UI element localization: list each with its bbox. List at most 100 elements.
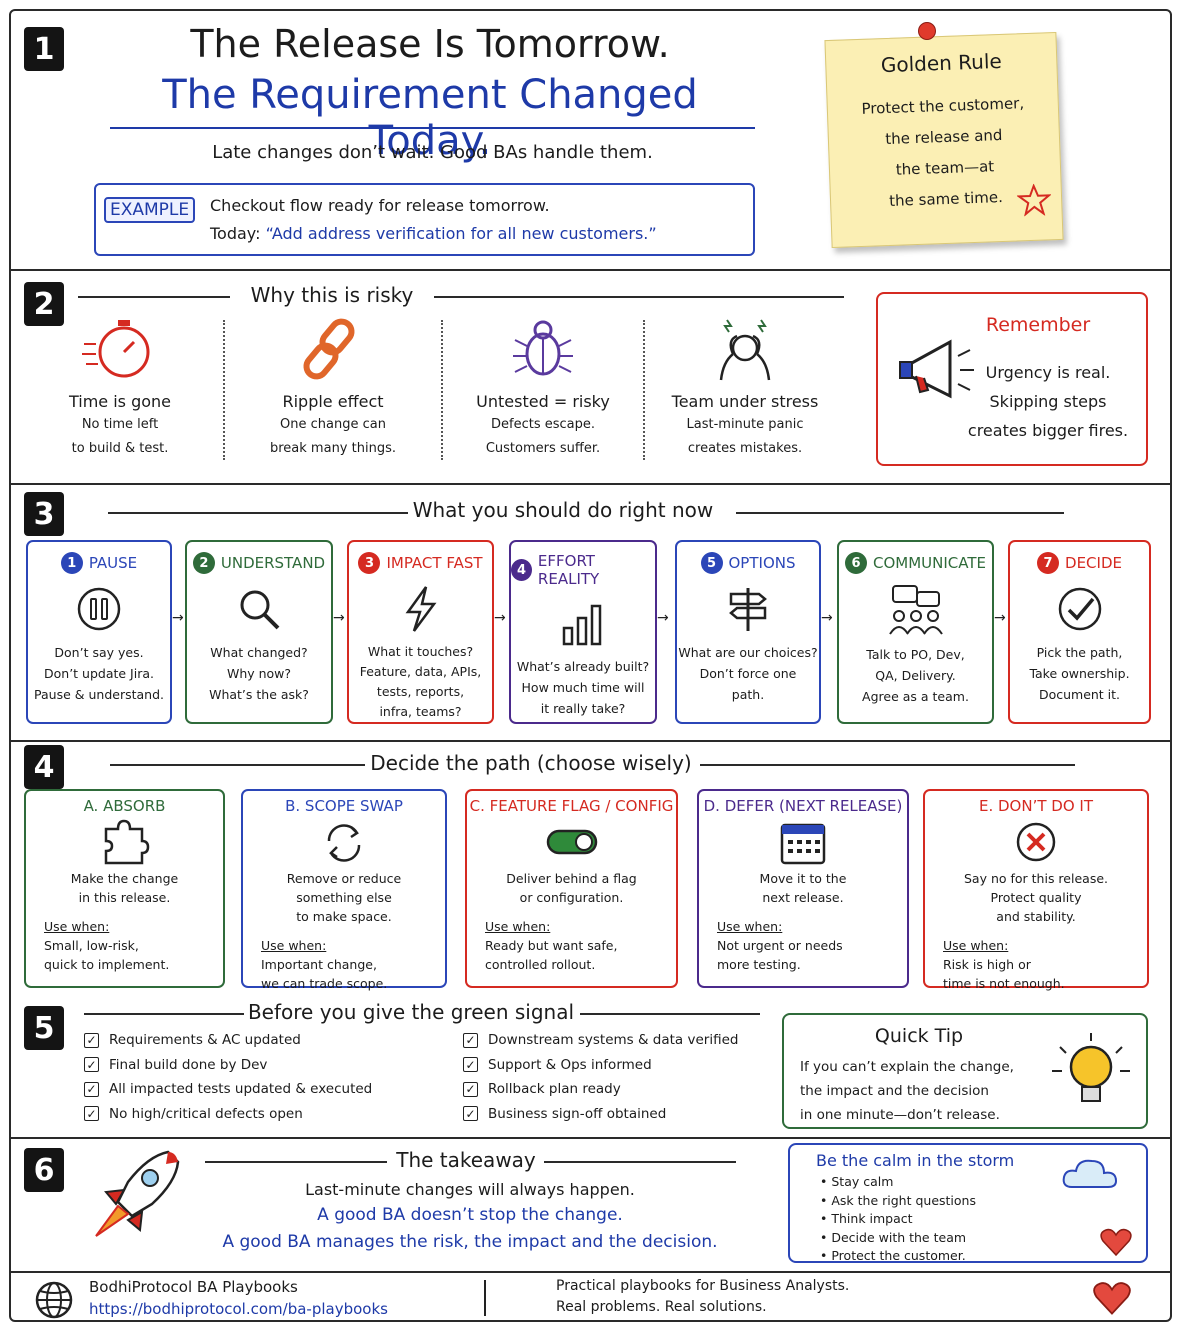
remember-line: creates bigger fires. (967, 421, 1129, 440)
takeaway-line-1: Last-minute changes will always happen. (305, 1180, 635, 1199)
section-number-6: 6 (24, 1148, 64, 1192)
calm-box: Be the calm in the storm • Stay calm • A… (788, 1143, 1148, 1263)
risk-line: No time left (81, 417, 159, 432)
step-line: Don’t say yes. (54, 645, 144, 660)
path-desc: Protect quality (990, 890, 1082, 905)
checkbox-checked-icon[interactable]: ✓ (84, 1081, 99, 1097)
calm-title: Be the calm in the storm (816, 1151, 1015, 1170)
step-line: How much time will (521, 680, 645, 695)
section-number-4: 4 (24, 745, 64, 789)
calendar-icon (699, 819, 907, 865)
step-number-badge: 1 (60, 552, 83, 574)
arrow-icon: → (821, 610, 833, 626)
divider (643, 320, 645, 460)
checkbox-checked-icon[interactable]: ✓ (463, 1057, 478, 1073)
takeaway-heading: The takeaway (396, 1148, 536, 1172)
arrow-icon: → (172, 610, 184, 626)
risk-item-time: Time is gone No time left to build & test… (30, 314, 210, 461)
heading-rule (205, 1161, 387, 1163)
bug-icon (513, 320, 573, 376)
checklist-heading: Before you give the green signal (247, 1000, 575, 1024)
step-line: Pick the path, (1036, 645, 1123, 660)
step-line: What changed? (210, 645, 308, 660)
step-title: IMPACT FAST (386, 554, 483, 572)
risk-title: Time is gone (68, 392, 172, 411)
footer-divider (9, 1271, 1172, 1273)
step-line: Don’t update Jira. (44, 666, 154, 681)
section-divider (9, 1137, 1172, 1139)
step-title: DECIDE (1065, 554, 1122, 572)
step-line: What it touches? (367, 644, 474, 659)
heading-rule (110, 764, 365, 766)
step-line: What’s the ask? (209, 687, 309, 702)
heart-icon (1093, 1282, 1131, 1315)
calm-list: • Stay calm • Ask the right questions • … (820, 1174, 976, 1263)
title-line-2: The Requirement Changed Today. (162, 72, 698, 164)
remember-box: Remember Urgency is real. Skipping steps… (876, 292, 1148, 466)
step-title: PAUSE (88, 554, 138, 572)
checkbox-checked-icon[interactable]: ✓ (463, 1081, 478, 1097)
checklist-left: ✓Requirements & AC updated✓Final build d… (84, 1028, 372, 1126)
remember-title: Remember (985, 314, 1091, 336)
steps-heading: What you should do right now (412, 498, 714, 522)
golden-rule-note: Golden Rule Protect the customer, the re… (824, 32, 1064, 248)
use-when-label: Use when: (943, 938, 1009, 953)
risk-line: to build & test. (71, 441, 169, 456)
step-line: Don’t force one (699, 666, 797, 681)
section-risk (9, 271, 1172, 485)
quick-tip-box: Quick Tip If you can’t explain the chang… (782, 1013, 1148, 1129)
risk-title: Untested = risky (476, 392, 610, 411)
checkbox-checked-icon[interactable]: ✓ (84, 1057, 99, 1073)
risk-line: break many things. (270, 441, 396, 456)
use-when-label: Use when: (261, 938, 327, 953)
example-quote: “Add address verification for all new cu… (265, 224, 657, 243)
checklist-item: ✓Support & Ops informed (463, 1053, 738, 1078)
remember-line: Urgency is real. (985, 363, 1111, 382)
checkbox-checked-icon[interactable]: ✓ (84, 1106, 99, 1122)
x-circle-icon (925, 819, 1147, 865)
use-when-label: Use when: (717, 919, 783, 934)
checklist-item: ✓Downstream systems & data verified (463, 1028, 738, 1053)
checklist-text: All impacted tests updated & executed (109, 1081, 373, 1098)
heading-rule (434, 296, 844, 298)
step-line: Feature, data, APIs, (359, 664, 482, 679)
section-number-5: 5 (24, 1006, 64, 1050)
heading-rule (544, 1161, 736, 1163)
example-line-2: Today: “Add address verification for all… (210, 224, 657, 243)
path-title: A. ABSORB (83, 797, 166, 815)
path-desc: or configuration. (519, 890, 624, 905)
heading-rule (580, 1013, 760, 1015)
checkbox-checked-icon[interactable]: ✓ (463, 1106, 478, 1122)
calm-item: Think impact (831, 1211, 913, 1226)
risk-line: One change can (280, 417, 386, 432)
path-use: controlled rollout. (485, 957, 596, 972)
globe-icon (35, 1281, 73, 1319)
arrow-icon: → (494, 610, 506, 626)
path-desc: next release. (762, 890, 844, 905)
checkbox-checked-icon[interactable]: ✓ (84, 1032, 99, 1048)
divider (223, 320, 225, 460)
heading-rule (84, 1013, 244, 1015)
checklist-item: ✓ All impacted tests updated & executed (84, 1077, 372, 1102)
checkbox-checked-icon[interactable]: ✓ (463, 1032, 478, 1048)
lightning-icon (349, 584, 492, 634)
magnifier-icon (187, 584, 331, 634)
arrow-icon: → (333, 610, 345, 626)
lightbulb-icon (1052, 1033, 1130, 1102)
step-title: COMMUNICATE (873, 554, 986, 572)
checkmark-icon (1010, 584, 1149, 634)
footer-link[interactable]: https://bodhiprotocol.com/ba-playbooks (89, 1300, 388, 1318)
step-title: EFFORT REALITY (537, 552, 600, 588)
path-desc: something else (296, 890, 392, 905)
path-use: Small, low-risk, (44, 938, 139, 953)
path-desc: and stability. (996, 909, 1076, 924)
step-line: Talk to PO, Dev, (866, 647, 965, 662)
checklist-text: Final build done by Dev (109, 1056, 268, 1073)
